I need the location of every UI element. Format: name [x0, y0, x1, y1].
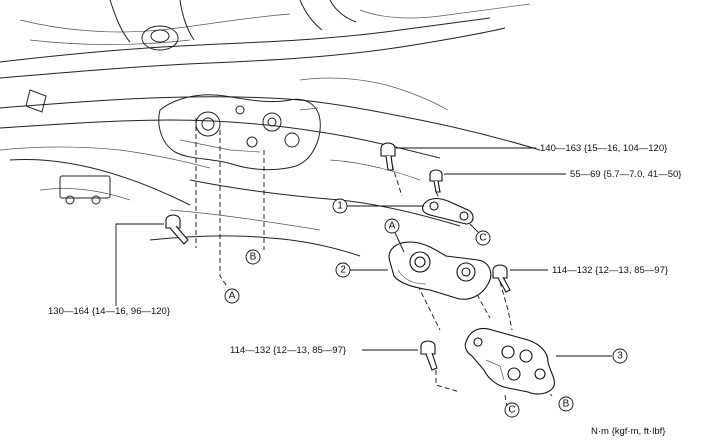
ref-c-upper: C — [475, 230, 491, 246]
ref-a-upper-text: A — [389, 221, 396, 232]
ref-c-lower-text: C — [508, 405, 515, 416]
torque-spec-left: 130—164 {14—16, 96—120} — [48, 306, 170, 317]
alignment-dashed-lines — [195, 118, 553, 415]
torque-link-part — [421, 197, 474, 225]
callout-1: 1 — [332, 198, 348, 214]
torque-units-label: N·m {kgf·m, ft·lbf} — [591, 426, 665, 437]
mount-bracket-part — [464, 327, 555, 395]
ref-b-upper: B — [245, 249, 261, 265]
callout-2-text: 2 — [340, 265, 346, 276]
ref-b-lower: B — [558, 396, 574, 412]
ref-c-upper-text: C — [479, 233, 486, 244]
ref-a-lower-text: A — [229, 291, 236, 302]
ref-b-upper-text: B — [250, 252, 257, 263]
bolt-top-icon — [380, 142, 396, 171]
ref-a-lower: A — [224, 288, 240, 304]
callout-1-text: 1 — [337, 201, 343, 212]
engine-mount-part — [388, 241, 492, 300]
ref-a-upper: A — [384, 218, 400, 234]
torque-spec-mount-right: 114—132 {12—13, 85—97} — [552, 265, 668, 276]
callout-3-text: 3 — [617, 351, 623, 362]
bolt-link-icon — [429, 169, 443, 193]
bolt-lower-icon — [420, 340, 438, 371]
callout-3: 3 — [612, 348, 628, 364]
ref-c-lower: C — [504, 402, 520, 418]
callout-2: 2 — [335, 262, 351, 278]
ref-b-lower-text: B — [563, 399, 570, 410]
leader-lines — [115, 147, 612, 357]
bolt-mount-right-icon — [492, 264, 511, 293]
torque-spec-top: 140—163 {15—16, 104—120} — [540, 143, 667, 154]
torque-spec-link: 55—69 {5.7—7.0, 41—50} — [570, 169, 681, 180]
vehicle-chassis-illustration — [0, 0, 541, 257]
bolt-left-icon — [165, 214, 189, 245]
torque-spec-lower: 114—132 {12—13, 85—97} — [230, 345, 346, 356]
